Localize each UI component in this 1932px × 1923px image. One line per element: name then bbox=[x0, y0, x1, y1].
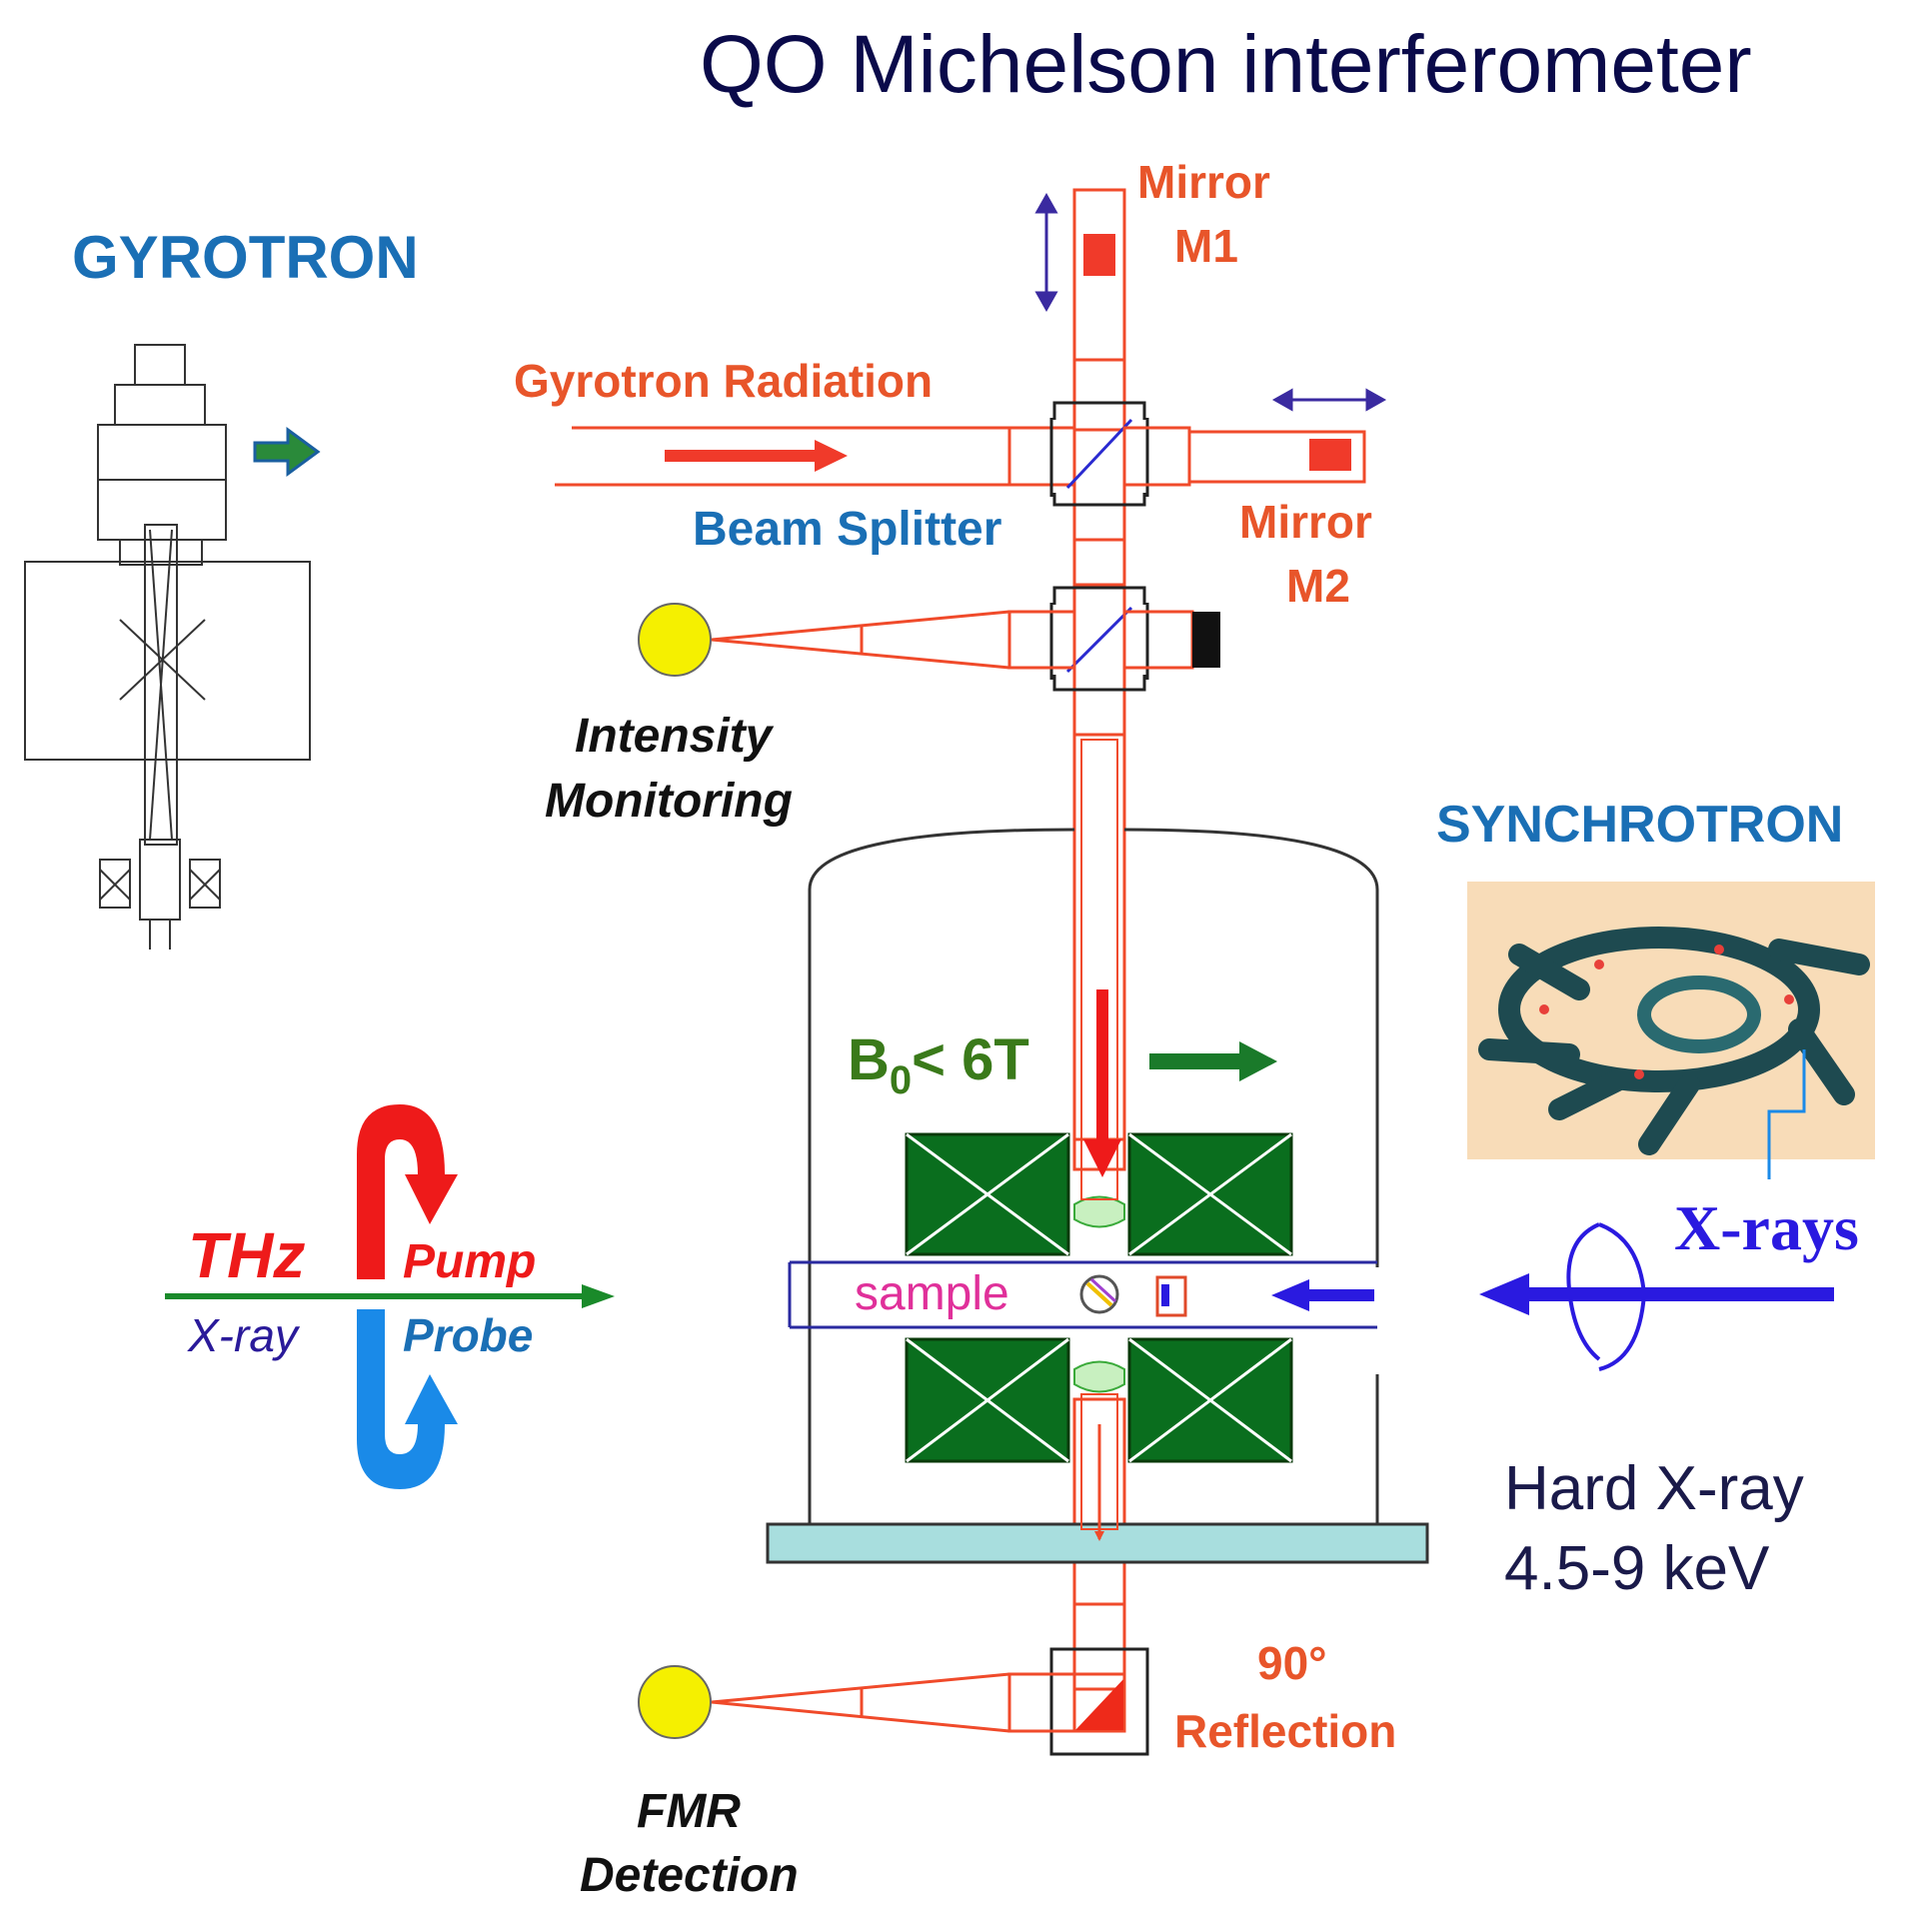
synchrotron-image bbox=[1467, 882, 1875, 1159]
mirror-m1-label-line2: M1 bbox=[1174, 220, 1238, 272]
hard-xray-line1: Hard X-ray bbox=[1504, 1454, 1804, 1523]
synchrotron-label: SYNCHROTRON bbox=[1436, 796, 1843, 854]
mirror-m2-motion-arrow-icon bbox=[1271, 388, 1387, 412]
fmr-label-line2: Detection bbox=[580, 1849, 799, 1902]
gyrotron-group: GYROTRON bbox=[24, 224, 419, 950]
fmr-detector bbox=[638, 1665, 712, 1739]
reflection-label-line2: Reflection bbox=[1174, 1705, 1396, 1757]
xray-main-arrow-icon bbox=[1479, 1273, 1834, 1315]
pump-probe-legend: THz Pump X-ray Probe bbox=[165, 1104, 615, 1489]
monitor-arm bbox=[711, 610, 1194, 670]
pump-loop-arrow-icon bbox=[357, 1104, 458, 1279]
intensity-detector bbox=[638, 603, 712, 677]
mirror-m1 bbox=[1083, 234, 1115, 276]
gyrotron-output-arrow-icon bbox=[253, 427, 321, 477]
mirror-m2-label-line2: M2 bbox=[1286, 560, 1350, 612]
sample-label: sample bbox=[855, 1267, 1009, 1320]
gyrotron-tube-drawing bbox=[24, 344, 311, 950]
beam-splitter bbox=[1065, 418, 1133, 490]
beam-dump bbox=[1192, 612, 1220, 668]
thz-label: THz bbox=[188, 1219, 305, 1291]
xray-probe-label: X-ray bbox=[187, 1309, 301, 1361]
reflection-label-line1: 90° bbox=[1257, 1637, 1327, 1689]
fmr-label-line1: FMR bbox=[637, 1785, 741, 1838]
sample-target bbox=[1155, 1275, 1187, 1317]
mirror-m2 bbox=[1309, 439, 1351, 471]
field-label: B0< 6T bbox=[848, 1027, 1029, 1102]
gyrotron-radiation-beam bbox=[555, 426, 1076, 487]
intensity-label-line2: Monitoring bbox=[545, 775, 793, 828]
xray-beam-path bbox=[1767, 1049, 1806, 1179]
lenses bbox=[1073, 1195, 1125, 1393]
mirror-m1-label-line1: Mirror bbox=[1137, 156, 1270, 208]
xray-inner-arrow-icon bbox=[1271, 1279, 1374, 1311]
hard-xray-line2: 4.5-9 keV bbox=[1504, 1534, 1770, 1603]
inner-beam-upper bbox=[1080, 739, 1118, 1200]
pump-label: Pump bbox=[403, 1235, 536, 1288]
radiation-arrow-icon bbox=[665, 440, 848, 472]
time-axis-arrow-icon bbox=[582, 1284, 615, 1308]
sample-holder-icon bbox=[1079, 1274, 1119, 1314]
probe-label: Probe bbox=[403, 1309, 533, 1361]
mirror-m2-arm bbox=[1122, 426, 1366, 487]
mirror-m2-label-line1: Mirror bbox=[1239, 496, 1372, 548]
polarization-icon bbox=[1566, 1222, 1647, 1371]
probe-loop-arrow-icon bbox=[357, 1309, 458, 1489]
thz-down-arrow-icon bbox=[1083, 989, 1121, 1177]
intensity-label-line1: Intensity bbox=[575, 710, 775, 763]
field-arrow-icon bbox=[1149, 1041, 1277, 1081]
sample-core bbox=[1161, 1284, 1169, 1306]
cryostat-base bbox=[766, 1522, 1429, 1564]
gyrotron-radiation-label: Gyrotron Radiation bbox=[514, 355, 933, 407]
beam-splitter-label: Beam Splitter bbox=[693, 503, 1001, 556]
mirror-m1-motion-arrow-icon bbox=[1034, 192, 1058, 313]
sample-channel bbox=[788, 1260, 1377, 1329]
fmr-arm bbox=[711, 1672, 1126, 1733]
reflection-housing bbox=[1049, 1647, 1149, 1756]
xrays-label: X-rays bbox=[1674, 1192, 1859, 1263]
gyrotron-label: GYROTRON bbox=[72, 224, 419, 291]
magnet-coils bbox=[905, 1132, 1293, 1463]
monitor-splitter bbox=[1065, 606, 1133, 674]
reflection-mirror bbox=[1075, 1679, 1123, 1730]
page-title: QO Michelson interferometer bbox=[700, 19, 1752, 110]
cryostat bbox=[808, 828, 1379, 1524]
